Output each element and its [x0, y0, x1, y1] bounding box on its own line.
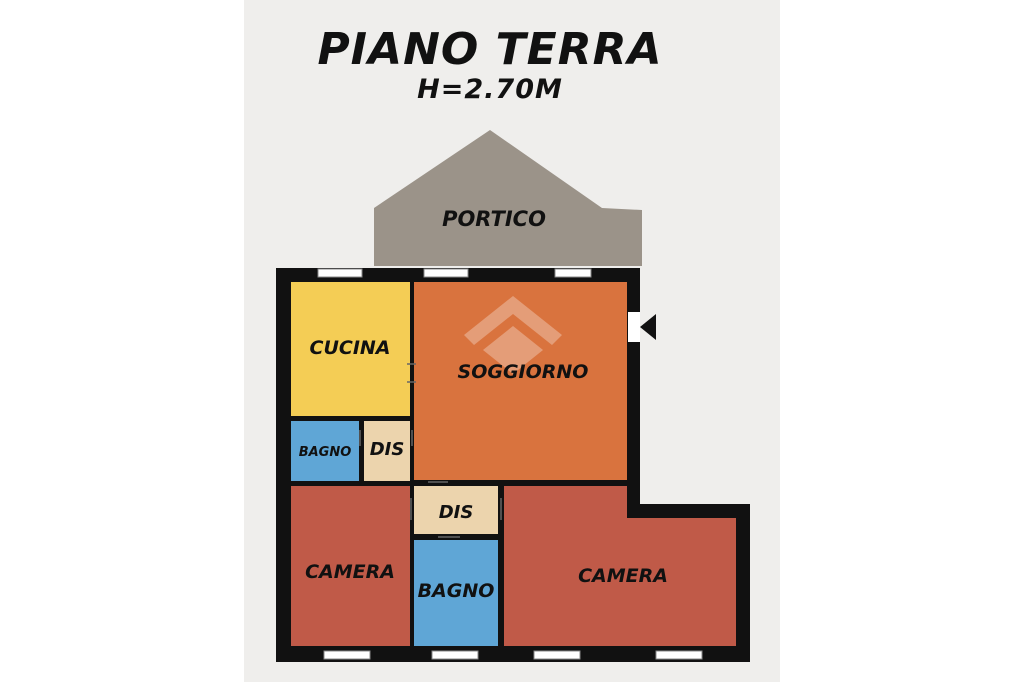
- plan-title: PIANO TERRA: [317, 24, 663, 75]
- dis-center-room: [414, 486, 498, 534]
- bagno-small-room: [291, 421, 359, 481]
- camera-left-room: [291, 486, 410, 646]
- dis-top-label: DIS: [370, 439, 405, 460]
- plan-subtitle: H=2.70M: [417, 74, 563, 105]
- dis-center-label: DIS: [439, 502, 474, 523]
- entrance-arrow-icon: [640, 314, 656, 340]
- bagno-small-label: BAGNO: [299, 445, 352, 460]
- entrance-opening: [628, 312, 640, 342]
- door-markers: [359, 363, 502, 538]
- camera-right-room: [504, 486, 736, 646]
- cucina-room: [291, 282, 410, 416]
- dis-top-room: [364, 421, 410, 481]
- agency-logo-watermark-icon: [464, 296, 562, 374]
- soggiorno-room: [414, 282, 627, 480]
- bagno-center-label: BAGNO: [418, 580, 495, 602]
- cucina-label: CUCINA: [310, 337, 391, 359]
- top-windows: [317, 268, 592, 278]
- bottom-windows: [323, 650, 703, 660]
- camera-right-label: CAMERA: [578, 565, 668, 587]
- bagno-center-room: [414, 540, 498, 646]
- soggiorno-label: SOGGIORNO: [458, 361, 589, 383]
- portico-area: [374, 130, 642, 266]
- portico-label: PORTICO: [442, 207, 546, 231]
- camera-left-label: CAMERA: [305, 561, 395, 583]
